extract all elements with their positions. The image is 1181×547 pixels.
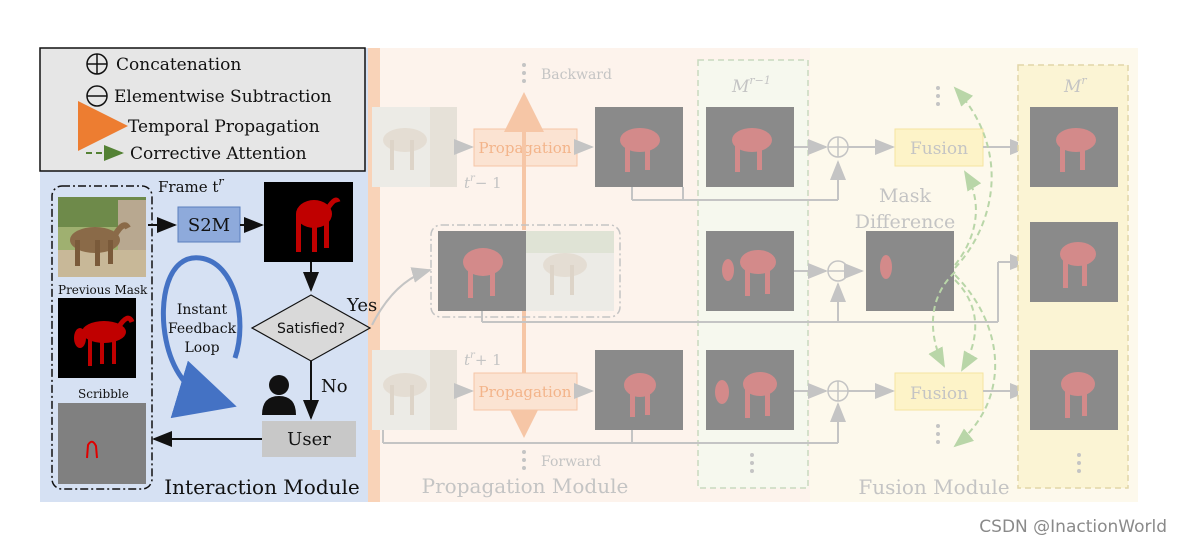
fusion-top-dots — [936, 86, 940, 106]
concat-icon-top — [827, 136, 849, 158]
loop-line2: Feedback — [168, 321, 237, 337]
current-frame-image — [526, 231, 614, 311]
backward-label: Backward — [541, 67, 612, 83]
scribble-image — [58, 403, 146, 484]
backward-dots — [522, 63, 526, 83]
legend: Concatenation Elementwise Subtraction Te… — [39, 47, 366, 172]
propagation-label-bottom: Propagation — [479, 383, 572, 401]
mask-diff-line2: Difference — [855, 211, 956, 233]
t-plus-label: tr+ 1 — [464, 350, 502, 369]
no-label: No — [321, 376, 348, 397]
frame-label: Frame tr — [158, 175, 224, 196]
satisfied-label: Satisfied? — [277, 321, 345, 337]
user-icon — [262, 375, 296, 415]
fusion-box-top — [894, 128, 984, 167]
propagation-box-bottom — [473, 372, 578, 411]
concat-icon-bottom — [827, 380, 849, 402]
fusion-bottom-dots — [936, 424, 940, 444]
frame-bottom-image — [372, 350, 457, 430]
mask-difference-image — [866, 231, 954, 311]
frame-top-image — [372, 107, 457, 187]
user-label: User — [287, 429, 331, 450]
loop-line1: Instant — [177, 302, 228, 318]
scribble-label: Scribble — [78, 387, 129, 401]
yes-label: Yes — [346, 295, 377, 316]
s2m-output-mask — [264, 182, 353, 262]
prev-round-mask-bottom — [706, 350, 794, 430]
fusion-label-top: Fusion — [910, 139, 968, 159]
forward-dots — [522, 450, 526, 470]
output-mask-middle — [1030, 222, 1118, 302]
prop-bottom-output-mask — [595, 350, 683, 430]
propagation-module: Backward Propagation tr− 1 — [371, 63, 683, 498]
legend-concatenation: Concatenation — [116, 55, 241, 75]
legend-temporal: Temporal Propagation — [128, 117, 320, 137]
fusion-module: Mr−1 — [382, 59, 1129, 499]
corrective-attention-arrows — [928, 86, 997, 448]
output-mask-top — [1030, 107, 1118, 187]
loop-line3: Loop — [184, 340, 219, 356]
legend-subtraction: Elementwise Subtraction — [114, 87, 332, 107]
current-mask-image — [438, 231, 526, 311]
t-minus-label: tr− 1 — [464, 173, 502, 192]
prev-round-dots — [750, 453, 754, 473]
fusion-box-bottom — [894, 372, 984, 411]
frame-image — [58, 197, 146, 277]
previous-mask-label: Previous Mask — [58, 283, 148, 297]
output-dots — [1077, 453, 1081, 473]
previous-mask-image — [58, 298, 136, 378]
m-cur-label: Mr — [1063, 74, 1087, 97]
output-mask-bottom — [1030, 350, 1118, 430]
legend-corrective: Corrective Attention — [130, 144, 307, 164]
fusion-module-title: Fusion Module — [858, 475, 1009, 499]
s2m-label: S2M — [188, 215, 230, 236]
fusion-label-bottom: Fusion — [910, 384, 968, 404]
current-frame-group — [430, 224, 621, 318]
mask-diff-line1: Mask — [879, 185, 932, 207]
prop-top-output-mask — [595, 107, 683, 187]
user-box — [262, 421, 356, 457]
prev-round-mask-middle — [706, 231, 794, 311]
watermark: CSDN @InactionWorld — [979, 517, 1167, 537]
forward-label: Forward — [541, 454, 601, 470]
propagation-module-title: Propagation Module — [422, 474, 629, 498]
interaction-module-title: Interaction Module — [164, 475, 360, 499]
concatenation-icon — [86, 53, 108, 75]
yes-to-propagation-arrow — [371, 267, 432, 326]
feedback-loop-arrow — [160, 255, 243, 419]
prev-round-mask-top — [706, 107, 794, 187]
inputs-group-box — [51, 185, 153, 490]
s2m-box — [177, 206, 241, 243]
